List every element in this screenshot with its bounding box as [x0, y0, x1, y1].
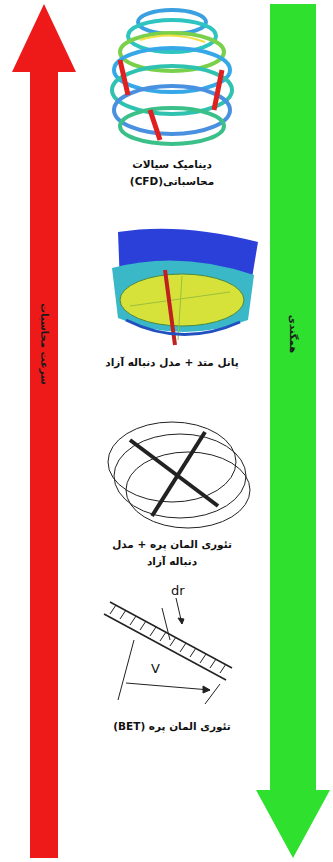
dr-arrow [162, 608, 170, 640]
wake-ring [126, 452, 250, 528]
velocity-line [118, 640, 134, 700]
wake-edge [126, 320, 240, 335]
arrow-shape [256, 4, 330, 858]
arrow-head [203, 686, 210, 693]
blade-edge [110, 602, 232, 668]
blade-edge [104, 614, 226, 680]
red-arrow: سرعت محاسبات [12, 4, 76, 858]
hatch [110, 605, 226, 673]
ring-highlight [140, 35, 205, 42]
velocity-line [205, 684, 220, 704]
arrow-body [12, 4, 76, 858]
symbol-label: V [150, 662, 161, 675]
free-wake [108, 422, 250, 528]
method-caption: تئوری المان پره (BET) [102, 718, 242, 735]
vortex-ring [120, 108, 224, 144]
cfd-rings [112, 10, 232, 144]
arrow-body [256, 4, 330, 858]
panel-method [112, 229, 258, 345]
blade-mark [120, 60, 222, 140]
velocity-arrow [126, 683, 210, 690]
blade-line [130, 440, 218, 506]
wake-sheet [112, 260, 254, 332]
method-caption: تئوری المان پره + مدل دنباله آزاد [102, 536, 242, 570]
blade-line [152, 432, 205, 516]
blade-element [104, 598, 232, 704]
method-caption: پانل متد + مدل دنباله آزاد [102, 354, 242, 371]
method-caption: دینامیک سیالات محاسباتی(CFD) [102, 156, 242, 190]
green-arrow: همگندی [256, 4, 330, 858]
axis-label: سرعت محاسبات [39, 303, 50, 385]
wake-ring [114, 434, 246, 518]
arrow-shape [12, 4, 76, 858]
arrow-head [178, 618, 184, 624]
symbol-label: dr [170, 584, 186, 597]
axis-label: همگندی [288, 315, 299, 353]
